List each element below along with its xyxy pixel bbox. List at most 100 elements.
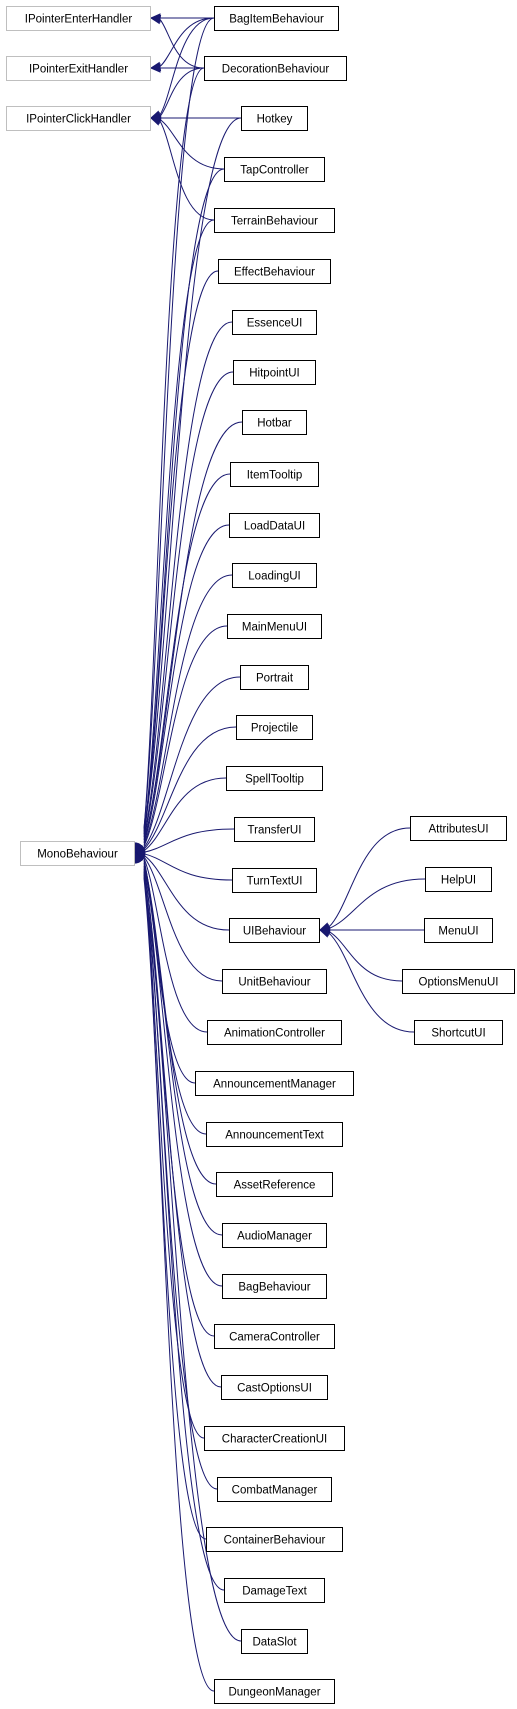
class-box	[216, 1172, 333, 1197]
arrowhead	[149, 14, 162, 25]
class-label: Hotbar	[257, 418, 292, 430]
class-node-terrainbehaviour[interactable]: TerrainBehaviour	[214, 208, 335, 233]
class-box	[217, 1477, 332, 1502]
edge-loadingui-to-monobehaviour	[143, 574, 233, 845]
class-node-transferui[interactable]: TransferUI	[234, 817, 315, 842]
edge-hitpointui-to-monobehaviour	[143, 371, 234, 839]
class-node-ipointerenterhandler[interactable]: IPointerEnterHandler	[6, 6, 151, 31]
class-label: TurnTextUI	[247, 876, 303, 888]
class-box	[195, 1071, 354, 1096]
edge-audiomanager-to-monobehaviour	[143, 864, 223, 1236]
class-label: LoadingUI	[248, 571, 300, 583]
class-node-turntextui[interactable]: TurnTextUI	[232, 868, 317, 893]
class-node-announcementmanager[interactable]: AnnouncementManager	[195, 1071, 354, 1096]
class-node-ipointerexithandler[interactable]: IPointerExitHandler	[6, 56, 151, 81]
class-label: TransferUI	[248, 825, 302, 837]
class-box	[224, 157, 325, 182]
class-node-mainmenuui[interactable]: MainMenuUI	[227, 614, 322, 639]
class-node-tapcontroller[interactable]: TapController	[224, 157, 325, 182]
class-node-loaddataui[interactable]: LoadDataUI	[229, 513, 320, 538]
class-label: CastOptionsUI	[237, 1383, 312, 1395]
edge-dataslot-to-monobehaviour	[143, 876, 242, 1642]
class-label: MainMenuUI	[242, 622, 307, 634]
class-box	[425, 867, 492, 892]
class-node-monobehaviour[interactable]: MonoBehaviour	[20, 841, 135, 866]
class-node-helpui[interactable]: HelpUI	[425, 867, 492, 892]
edge-unitbehaviour-to-monobehaviour	[143, 856, 223, 982]
class-label: ItemTooltip	[247, 470, 303, 482]
class-box	[226, 766, 323, 791]
class-node-portrait[interactable]: Portrait	[240, 665, 309, 690]
class-node-castoptionsui[interactable]: CastOptionsUI	[221, 1375, 328, 1400]
class-box	[6, 6, 151, 31]
edge-turntextui-to-monobehaviour	[143, 853, 233, 881]
class-box	[233, 360, 316, 385]
class-label: DataSlot	[252, 1637, 297, 1649]
edge-tapcontroller-to-monobehaviour	[143, 168, 225, 833]
class-node-dungeonmanager[interactable]: DungeonManager	[214, 1679, 335, 1704]
class-label: CombatManager	[232, 1485, 318, 1497]
class-node-cameracontroller[interactable]: CameraController	[214, 1324, 335, 1349]
class-node-hotkey[interactable]: Hotkey	[241, 106, 308, 131]
class-box	[424, 918, 493, 943]
class-node-charactercreationui[interactable]: CharacterCreationUI	[204, 1426, 345, 1451]
edge-effectbehaviour-to-monobehaviour	[143, 270, 219, 836]
class-box	[207, 1020, 342, 1045]
class-box	[214, 208, 335, 233]
class-node-loadingui[interactable]: LoadingUI	[232, 563, 317, 588]
class-node-decorationbehaviour[interactable]: DecorationBehaviour	[204, 56, 347, 81]
class-box	[206, 1527, 343, 1552]
edge-itemtooltip-to-monobehaviour	[143, 473, 231, 842]
class-node-itemtooltip[interactable]: ItemTooltip	[230, 462, 319, 487]
class-box	[230, 462, 319, 487]
class-node-optionsmenuui[interactable]: OptionsMenuUI	[402, 969, 515, 994]
arrowhead	[318, 928, 331, 938]
class-box	[214, 6, 339, 31]
edges	[133, 13, 426, 1692]
class-label: AnnouncementManager	[213, 1079, 336, 1091]
edge-terrainbehaviour-to-monobehaviour	[143, 219, 215, 835]
class-node-effectbehaviour[interactable]: EffectBehaviour	[218, 259, 331, 284]
class-node-announcementtext[interactable]: AnnouncementText	[206, 1122, 343, 1147]
class-node-audiomanager[interactable]: AudioManager	[222, 1223, 327, 1248]
class-label: BagItemBehaviour	[229, 14, 324, 26]
class-node-shortcutui[interactable]: ShortcutUI	[414, 1020, 503, 1045]
class-node-combatmanager[interactable]: CombatManager	[217, 1477, 332, 1502]
class-label: Projectile	[251, 723, 298, 735]
class-node-attributesui[interactable]: AttributesUI	[410, 816, 507, 841]
class-node-menuui[interactable]: MenuUI	[424, 918, 493, 943]
class-label: ShortcutUI	[431, 1028, 485, 1040]
class-node-animationcontroller[interactable]: AnimationController	[207, 1020, 342, 1045]
class-box	[6, 56, 151, 81]
edge-loaddataui-to-monobehaviour	[143, 524, 230, 844]
class-node-assetreference[interactable]: AssetReference	[216, 1172, 333, 1197]
class-box	[6, 106, 151, 131]
class-node-ipointerclickhandler[interactable]: IPointerClickHandler	[6, 106, 151, 131]
edge-helpui-to-uibehaviour	[328, 878, 426, 929]
class-box	[214, 1324, 335, 1349]
class-node-bagbehaviour[interactable]: BagBehaviour	[222, 1274, 327, 1299]
class-node-uibehaviour[interactable]: UIBehaviour	[229, 918, 320, 943]
class-label: IPointerEnterHandler	[25, 14, 133, 26]
class-label: LoadDataUI	[244, 521, 305, 533]
class-node-projectile[interactable]: Projectile	[236, 715, 313, 740]
class-box	[240, 665, 309, 690]
class-node-essenceui[interactable]: EssenceUI	[232, 310, 317, 335]
class-box	[232, 868, 317, 893]
edge-tapcontroller-to-ipointerclickhandler	[159, 119, 225, 170]
class-node-hitpointui[interactable]: HitpointUI	[233, 360, 316, 385]
edge-bagitembehaviour-to-ipointerclickhandler	[159, 17, 215, 116]
class-box	[218, 259, 331, 284]
class-label: ContainerBehaviour	[224, 1535, 326, 1547]
class-node-damagetext[interactable]: DamageText	[224, 1578, 325, 1603]
class-node-unitbehaviour[interactable]: UnitBehaviour	[222, 969, 327, 994]
class-box	[236, 715, 313, 740]
class-label: Portrait	[256, 673, 294, 685]
class-node-spelltooltip[interactable]: SpellTooltip	[226, 766, 323, 791]
class-label: EssenceUI	[247, 318, 303, 330]
class-node-hotbar[interactable]: Hotbar	[242, 410, 307, 435]
class-node-containerbehaviour[interactable]: ContainerBehaviour	[206, 1527, 343, 1552]
edge-dungeonmanager-to-monobehaviour	[143, 878, 215, 1692]
class-node-bagitembehaviour[interactable]: BagItemBehaviour	[214, 6, 339, 31]
class-node-dataslot[interactable]: DataSlot	[241, 1629, 308, 1654]
